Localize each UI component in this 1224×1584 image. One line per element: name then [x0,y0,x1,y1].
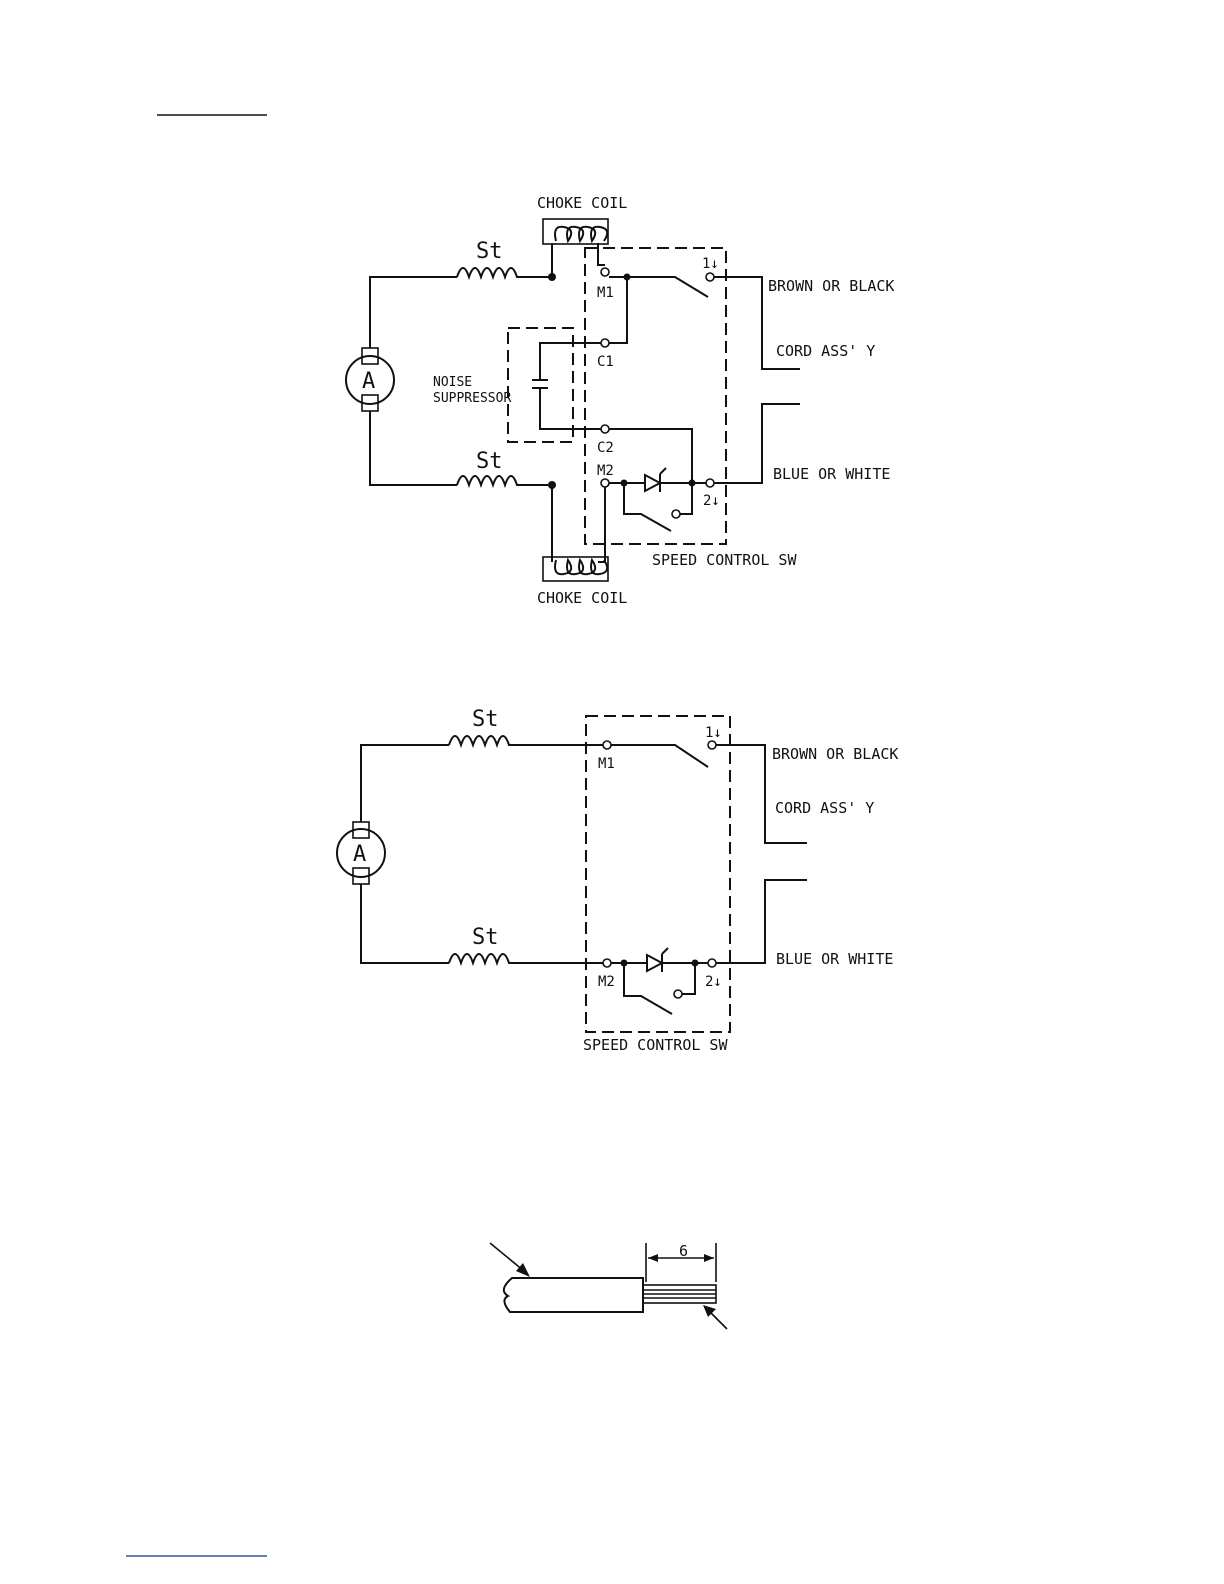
terminal-m1-label-2: M1 [598,756,615,772]
speed-control-switch-label-2: SPEED CONTROL SW [583,1036,728,1054]
wire-brown-label: BROWN OR BLACK [768,277,894,295]
terminal-1 [706,273,714,281]
choke-coil-bottom-label: CHOKE COIL [537,589,627,607]
choke-coil-top-label: CHOKE COIL [537,194,627,212]
terminal-c2 [601,425,609,433]
terminal-1-label: 1↓ [702,256,719,272]
wiring-diagram-with-choke-coils: CHOKE COIL A St St CHOKE CO [346,194,894,607]
insulation-leader-arrow [490,1243,524,1271]
terminal-m1 [601,268,609,276]
speed-control-switch-label: SPEED CONTROL SW [652,551,797,569]
wire-blue-label: BLUE OR WHITE [773,465,890,483]
conductor-leader-arrow [709,1311,727,1329]
noise-suppressor-label-1: NOISE [433,375,472,390]
triac-symbol-2 [647,948,668,972]
cord-assy-label: CORD ASS' Y [776,342,875,360]
terminal-2 [706,479,714,487]
terminal-m1-2 [603,741,611,749]
wire-strip-detail: 6 [490,1242,727,1329]
noise-suppressor-label-2: SUPPRESSOR [433,391,511,406]
wire-brown-label-2: BROWN OR BLACK [772,745,898,763]
stator-top-label: St [476,239,503,264]
terminal-c2-label: C2 [597,440,614,456]
terminal-c1 [601,339,609,347]
wire-left-top [370,277,457,348]
armature-label: A [362,369,375,394]
terminal-m1-label: M1 [597,285,614,301]
terminal-1-label-2: 1↓ [705,725,722,741]
cord-assy-label-2: CORD ASS' Y [775,799,874,817]
stator-coil-bottom-2 [449,954,603,963]
stator-bottom-label: St [476,449,503,474]
armature-label-2: A [353,842,366,867]
triac-symbol [645,468,666,492]
strip-length-label: 6 [679,1242,688,1260]
terminal-2-label-2: 2↓ [705,974,722,990]
terminal-c1-label: C1 [597,354,614,370]
terminal-m2-label: M2 [597,463,614,479]
wire-left-bottom [370,411,457,485]
terminal-m2 [601,479,609,487]
wire-blue-label-2: BLUE OR WHITE [776,950,893,968]
wiring-diagram-without-choke-coils: A St St M1 1↓ BROWN OR BLACK CORD ASS' Y… [337,707,898,1054]
stator-coil-bottom [457,476,552,485]
terminal-2-label: 2↓ [703,493,720,509]
choke-coil-top [543,219,608,244]
stator-bottom-label-2: St [472,925,499,950]
terminal-2-2 [708,959,716,967]
stator-top-label-2: St [472,707,499,732]
terminal-m2-label-2: M2 [598,974,615,990]
terminal-m2-2 [603,959,611,967]
terminal-1-2 [708,741,716,749]
stator-coil-top [457,268,552,277]
stator-coil-top-2 [449,736,603,745]
